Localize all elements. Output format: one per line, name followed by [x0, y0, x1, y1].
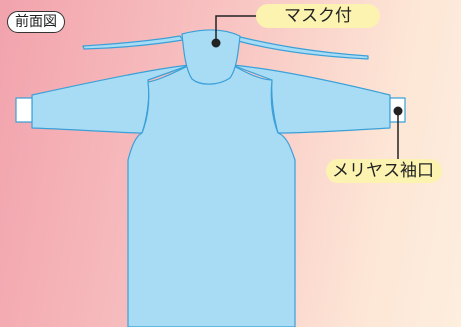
knit-cuff-callout: メリヤス袖口 [326, 159, 442, 183]
mask-tie-left [82, 35, 184, 50]
mask [181, 29, 241, 85]
left-knit-cuff [15, 97, 33, 123]
gown-body [127, 64, 296, 327]
mask-leader-line [215, 15, 257, 41]
mask-callout: マスク付 [256, 4, 380, 28]
mask-tie-right [237, 36, 369, 60]
right-sleeve [231, 64, 391, 134]
cuff-leader-dot [393, 106, 403, 116]
front-view-label: 前面図 [7, 11, 65, 33]
mask-leader-dot [211, 38, 221, 48]
